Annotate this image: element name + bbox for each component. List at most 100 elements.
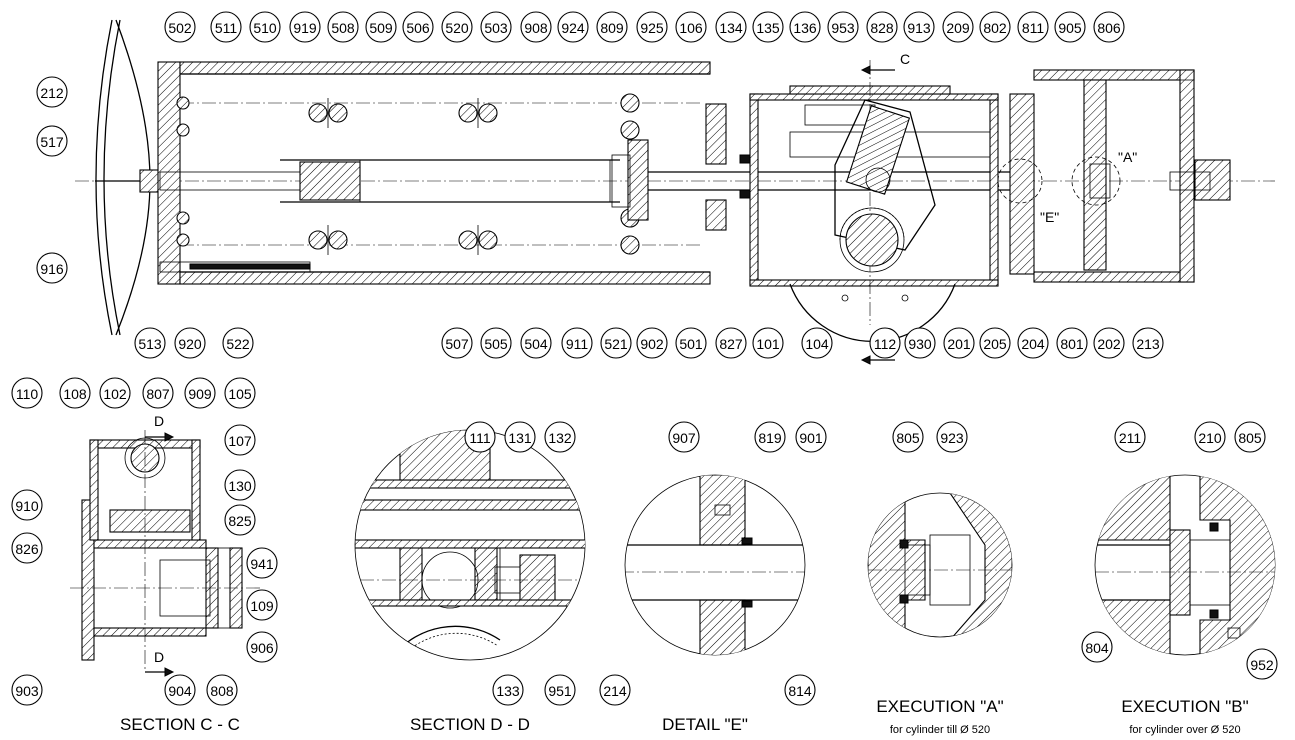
section-dd-caption: SECTION D - D <box>410 715 530 734</box>
part-callout-513: 513 <box>134 327 166 359</box>
part-callout-910: 910 <box>11 489 43 521</box>
part-callout-506: 506 <box>402 11 434 43</box>
part-number-label: 202 <box>1097 336 1121 352</box>
execution-a: EXECUTION "A" for cylinder till Ø 520 80… <box>867 421 1013 736</box>
part-callout-210: 210 <box>1194 421 1226 453</box>
part-number-label: 211 <box>1119 430 1142 446</box>
part-callout-902: 902 <box>636 327 668 359</box>
part-number-label: 907 <box>672 430 696 446</box>
part-number-label: 105 <box>228 386 252 402</box>
part-number-label: 901 <box>799 430 823 446</box>
part-number-label: 509 <box>369 20 393 36</box>
part-number-label: 828 <box>870 20 894 36</box>
part-callout-135: 135 <box>752 11 784 43</box>
part-number-label: 205 <box>983 336 1007 352</box>
spring-sections <box>176 93 640 255</box>
part-callout-828: 828 <box>866 11 898 43</box>
part-callout-908: 908 <box>520 11 552 43</box>
part-callout-901: 901 <box>795 421 827 453</box>
section-d-mark-bottom: D <box>154 649 164 665</box>
detail-e-caption: DETAIL "E" <box>662 715 748 734</box>
part-callout-930: 930 <box>904 327 936 359</box>
part-number-label: 212 <box>40 85 64 101</box>
part-callout-106: 106 <box>675 11 707 43</box>
part-callout-213: 213 <box>1132 327 1164 359</box>
part-number-label: 801 <box>1060 336 1084 352</box>
detail-e-mark: "E" <box>1040 209 1059 225</box>
part-callout-916: 916 <box>36 252 68 284</box>
part-number-label: 819 <box>758 430 782 446</box>
part-callout-201: 201 <box>943 327 975 359</box>
part-callout-819: 819 <box>754 421 786 453</box>
part-number-label: 210 <box>1198 430 1222 446</box>
part-callout-802: 802 <box>979 11 1011 43</box>
part-callout-805: 805 <box>1234 421 1266 453</box>
part-number-label: 521 <box>604 336 628 352</box>
part-number-label: 107 <box>228 433 252 449</box>
part-number-label: 110 <box>16 386 39 402</box>
part-number-label: 502 <box>168 20 192 36</box>
part-number-label: 805 <box>1238 430 1262 446</box>
part-number-label: 201 <box>947 336 971 352</box>
execution-a-caption: EXECUTION "A" <box>876 697 1003 716</box>
part-number-label: 136 <box>793 20 817 36</box>
part-callout-805: 805 <box>892 421 924 453</box>
part-callout-509: 509 <box>365 11 397 43</box>
part-number-label: 522 <box>226 336 250 352</box>
part-number-label: 923 <box>940 430 964 446</box>
top-tube-wall <box>179 61 711 75</box>
part-number-label: 930 <box>908 336 932 352</box>
part-number-label: 104 <box>805 336 829 352</box>
part-callout-811: 811 <box>1017 11 1049 43</box>
part-callout-807: 807 <box>142 377 174 409</box>
part-callout-903: 903 <box>11 674 43 706</box>
section-d-mark-top: D <box>154 413 164 429</box>
bottom-tube-wall <box>179 271 711 285</box>
part-number-label: 513 <box>138 336 162 352</box>
part-number-label: 504 <box>524 336 548 352</box>
part-callout-209: 209 <box>942 11 974 43</box>
part-number-label: 905 <box>1058 20 1082 36</box>
part-callout-923: 923 <box>936 421 968 453</box>
part-number-label: 924 <box>561 20 585 36</box>
part-number-label: 814 <box>788 683 812 699</box>
part-number-label: 130 <box>228 478 252 494</box>
detail-a-mark: "A" <box>1118 149 1137 165</box>
part-number-label: 826 <box>15 541 39 557</box>
part-callout-951: 951 <box>544 674 576 706</box>
part-number-label: 951 <box>548 683 572 699</box>
part-number-label: 910 <box>15 498 39 514</box>
part-number-label: 925 <box>640 20 664 36</box>
part-callout-804: 804 <box>1081 631 1113 663</box>
part-number-label: 953 <box>831 20 855 36</box>
part-callout-814: 814 <box>784 674 816 706</box>
execution-a-callouts: 805 923 <box>892 421 968 453</box>
part-callout-204: 204 <box>1017 327 1049 359</box>
part-number-label: 908 <box>524 20 548 36</box>
part-number-label: 919 <box>293 20 317 36</box>
part-callout-130: 130 <box>224 469 256 501</box>
part-number-label: 112 <box>874 336 897 352</box>
part-callout-104: 104 <box>801 327 833 359</box>
part-callout-501: 501 <box>675 327 707 359</box>
part-number-label: 511 <box>215 20 238 36</box>
section-cc-caption: SECTION C - C <box>120 715 240 734</box>
part-number-label: 802 <box>983 20 1007 36</box>
housing-left <box>749 93 759 285</box>
main-view: C C "E" "A" 5025115109195085095065205039… <box>36 11 1275 365</box>
part-callout-808: 808 <box>206 674 238 706</box>
part-number-label: 909 <box>188 386 212 402</box>
part-callout-211: 211 <box>1114 421 1146 453</box>
part-callout-809: 809 <box>596 11 628 43</box>
end-cap <box>1179 69 1195 283</box>
part-callout-110: 110 <box>11 377 43 409</box>
part-callout-801: 801 <box>1056 327 1088 359</box>
part-number-label: 506 <box>406 20 430 36</box>
part-callout-111: 111 <box>464 421 496 453</box>
part-callout-102: 102 <box>99 377 131 409</box>
part-callout-511: 511 <box>210 11 242 43</box>
